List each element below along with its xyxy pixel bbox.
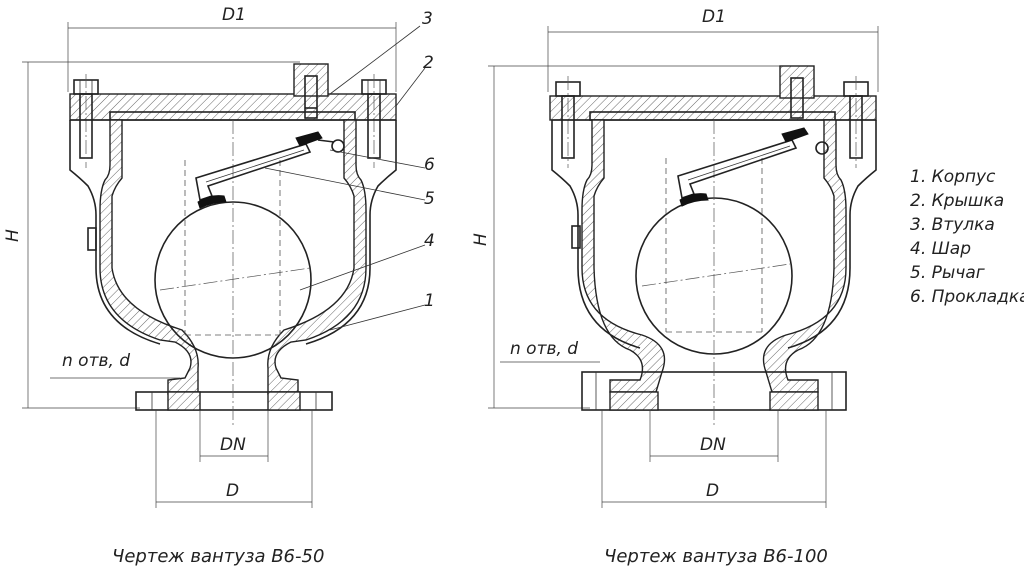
dimension-d1-label: D1 [222,5,246,25]
valve-drawing-b6-50: D1 H [3,5,435,567]
valve-body-right [552,119,666,393]
lever-arm-right [677,127,829,207]
dimension-h: H [3,61,300,409]
callout-3: 3 [422,9,433,29]
dimension-dn-right-label: DN [700,435,726,455]
dimension-h-right: H [471,65,790,409]
dimension-d1-right-label: D1 [702,7,726,27]
dimension-h-label: H [3,229,23,242]
callout-1: 1 [424,291,435,311]
dimension-dn-right: DN [649,410,779,462]
bolt-right-right [843,76,869,168]
seal-pad [197,195,227,209]
callout-5: 5 [424,189,435,209]
dimension-d1-right: D1 [547,7,879,92]
holes-label: n отв, d [62,351,130,371]
valve-drawing-b6-100: D1 H [471,7,879,567]
dimension-d: D [155,410,313,508]
caption-b6-50: Чертеж вантуза В6-50 [112,546,324,567]
dimension-d-label: D [226,481,239,501]
valve-body [70,119,199,395]
dimension-dn: DN [199,410,269,462]
legend-item-4: 4. Шар [910,239,971,259]
cover-plate [69,93,397,121]
legend-item-2: 2. Крышка [910,191,1004,211]
bolt-right [361,74,387,168]
legend-item-3: 3. Втулка [910,215,995,235]
bolt-left-right [555,76,581,168]
bottom-flange [135,391,333,411]
legend-item-6: 6. Прокладка [910,287,1024,307]
legend-item-1: 1. Корпус [910,167,996,187]
dimension-h-right-label: H [471,233,491,246]
dimension-dn-label: DN [220,435,246,455]
holes-dimension: n отв, d [50,351,180,379]
dimension-d1: D1 [67,5,397,92]
dimension-d-right: D [601,410,827,508]
bolt-left [73,74,99,168]
caption-b6-100: Чертеж вантуза В6-100 [604,546,828,567]
dimension-d-right-label: D [706,481,719,501]
lever-arm [195,131,345,209]
callout-2: 2 [423,53,434,73]
holes-dimension-right: n отв, d [500,339,600,363]
callout-4: 4 [424,231,435,251]
bushing-boss [293,63,329,97]
legend-item-5: 5. Рычаг [910,263,985,283]
callout-leaders: 3 2 6 5 4 1 [264,9,435,331]
holes-right-label: n отв, d [510,339,578,359]
callout-6: 6 [424,155,435,175]
cover-plate-right [549,95,877,121]
parts-legend: 1. Корпус 2. Крышка 3. Втулка 4. Шар 5. … [910,167,1024,307]
